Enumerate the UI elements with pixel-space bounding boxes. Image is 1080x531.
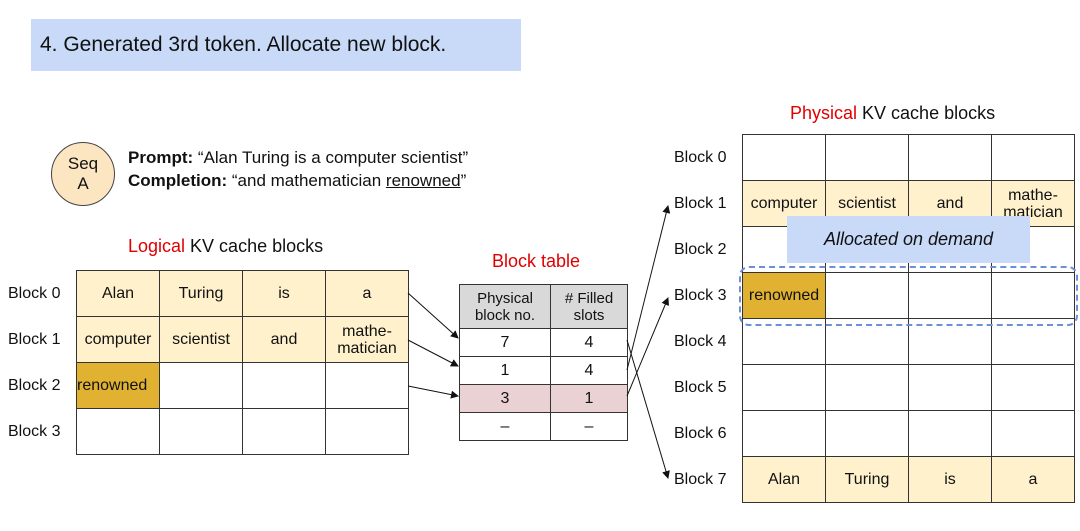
completion-label: Completion:: [128, 171, 228, 190]
physical-cell: [992, 135, 1075, 181]
physical-cell: [743, 135, 826, 181]
logical-cell: computer: [77, 317, 160, 363]
arrow-logical2-to-table: [407, 385, 459, 399]
block-table-header: Physical block no.: [460, 285, 551, 329]
physical-row-label: Block 0: [674, 149, 727, 166]
logical-row-label: Block 1: [8, 331, 61, 348]
physical-title: Physical KV cache blocks: [790, 103, 995, 124]
logical-row-label: Block 0: [8, 285, 61, 302]
physical-row-label: Block 1: [674, 195, 727, 212]
physical-cell: is: [909, 457, 992, 503]
sequence-badge: Seq A: [51, 142, 115, 206]
logical-cell: is: [243, 271, 326, 317]
logical-cell: [160, 363, 243, 409]
completion-line: Completion: “and mathematician renowned”: [128, 171, 466, 191]
arrow-table-row1-to-physical1: [626, 205, 671, 371]
block-table-cell: –: [460, 413, 551, 441]
physical-cell: [826, 365, 909, 411]
completion-new-token: renowned: [385, 171, 461, 190]
logical-cell: Turing: [160, 271, 243, 317]
physical-cell: [992, 319, 1075, 365]
physical-cell: [909, 135, 992, 181]
block-table-cell: 1: [551, 385, 628, 413]
block-table-cell: 7: [460, 329, 551, 357]
logical-row-label: Block 3: [8, 423, 61, 440]
physical-cell: Alan: [743, 457, 826, 503]
block-table-cell: –: [551, 413, 628, 441]
physical-cell: [909, 411, 992, 457]
physical-row-label: Block 2: [674, 241, 727, 258]
physical-cell: [992, 365, 1075, 411]
physical-cell: renowned: [743, 273, 826, 319]
physical-row-label: Block 7: [674, 471, 727, 488]
physical-row-label: Block 5: [674, 379, 727, 396]
block-table-cell: 4: [551, 329, 628, 357]
block-table-cell: 1: [460, 357, 551, 385]
block-table-header: # Filled slots: [551, 285, 628, 329]
physical-cell: [743, 319, 826, 365]
logical-cell: [326, 363, 409, 409]
physical-title-highlight: Physical: [790, 103, 858, 123]
logical-cell: [77, 409, 160, 455]
physical-cell: a: [992, 457, 1075, 503]
completion-close-quote: ”: [460, 171, 467, 190]
logical-row-label: Block 2: [8, 377, 61, 394]
logical-title: Logical KV cache blocks: [128, 236, 323, 257]
physical-cell: [826, 319, 909, 365]
physical-cell: [826, 273, 909, 319]
physical-row-label: Block 4: [674, 333, 727, 350]
arrow-logical0-to-table: [407, 292, 459, 339]
new-block-highlight: [739, 266, 1078, 326]
logical-cell: Alan: [77, 271, 160, 317]
prompt-line: Prompt: “Alan Turing is a computer scien…: [128, 148, 468, 168]
logical-cell: a: [326, 271, 409, 317]
prompt-text: “Alan Turing is a computer scientist”: [193, 148, 469, 167]
physical-title-rest: KV cache blocks: [857, 103, 996, 123]
logical-cell: scientist: [160, 317, 243, 363]
arrow-table-row0-to-physical7: [626, 339, 670, 479]
block-table-title: Block table: [492, 251, 581, 271]
physical-row-label: Block 6: [674, 425, 727, 442]
physical-cell: [826, 411, 909, 457]
logical-cell: [326, 409, 409, 455]
logical-title-highlight: Logical: [128, 236, 186, 256]
logical-cell: [243, 363, 326, 409]
logical-cell: [160, 409, 243, 455]
physical-cell: [992, 273, 1075, 319]
logical-cell: [243, 409, 326, 455]
completion-text: “and mathematician: [227, 171, 386, 190]
sequence-badge-line1: Seq: [67, 154, 99, 173]
arrow-logical1-to-table: [407, 339, 459, 367]
physical-cell: [909, 319, 992, 365]
arrow-table-row2-to-physical3: [626, 297, 669, 397]
step-banner-text: 4. Generated 3rd token. Allocate new blo…: [40, 33, 447, 56]
logical-title-rest: KV cache blocks: [185, 236, 324, 256]
physical-row-label: Block 3: [674, 287, 727, 304]
allocated-on-demand-label: Allocated on demand: [787, 216, 1030, 263]
physical-cell: Turing: [826, 457, 909, 503]
block-table-cell: 3: [460, 385, 551, 413]
sequence-badge-line2: A: [77, 174, 89, 193]
physical-cell: [743, 365, 826, 411]
block-table-cell: 4: [551, 357, 628, 385]
physical-cell: [909, 273, 992, 319]
step-banner: 4. Generated 3rd token. Allocate new blo…: [31, 19, 521, 71]
physical-cell: [992, 411, 1075, 457]
physical-cell: [909, 365, 992, 411]
logical-cell: renowned: [77, 363, 160, 409]
logical-cell: and: [243, 317, 326, 363]
prompt-label: Prompt:: [128, 148, 194, 167]
physical-cell: [743, 411, 826, 457]
physical-cell: [826, 135, 909, 181]
